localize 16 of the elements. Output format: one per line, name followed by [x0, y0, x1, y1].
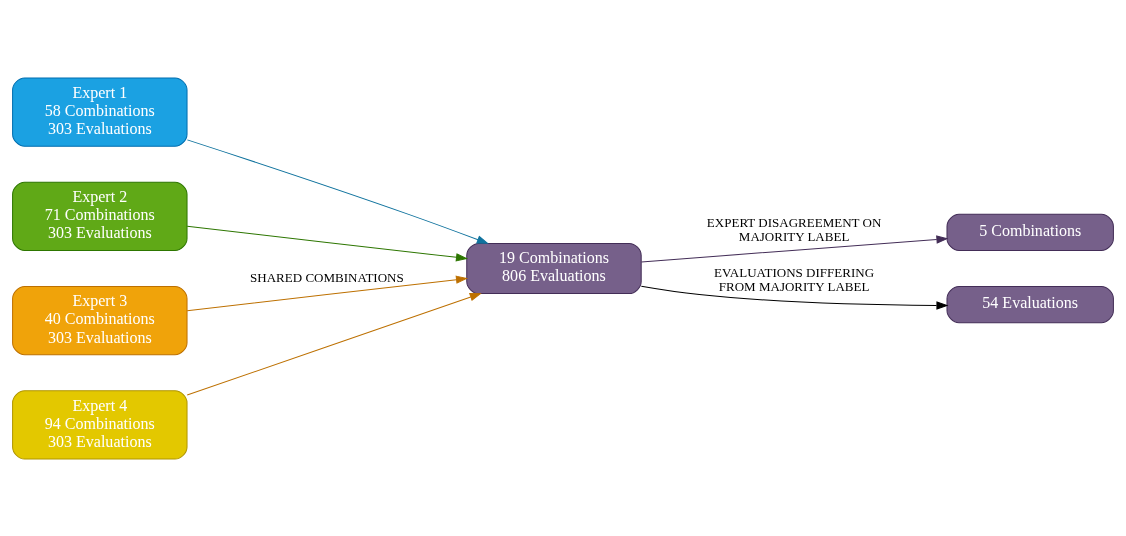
arrow — [186, 225, 467, 261]
arrow — [186, 138, 488, 244]
node-box: 19 Combinations 806 Evaluations — [466, 242, 642, 294]
edge-label: EVALUATIONS DIFFERING FROM MAJORITY LABEL — [714, 264, 875, 294]
node-box: Expert 1 58 Combinations 303 Evaluations — [12, 77, 188, 147]
arrow — [186, 275, 467, 311]
edge-label: EXPERT DISAGREEMENT ON MAJORITY LABEL — [706, 214, 882, 244]
edge-label: SHARED COMBINATIONS — [250, 269, 404, 285]
node-box: 5 Combinations — [946, 213, 1114, 251]
node-box: Expert 3 40 Combinations 303 Evaluations — [12, 285, 188, 355]
node-box: 54 Evaluations — [946, 285, 1114, 323]
arrow — [640, 285, 948, 309]
arrow — [186, 292, 481, 396]
arrow — [640, 234, 948, 262]
node-box: Expert 4 94 Combinations 303 Evaluations — [12, 389, 188, 459]
node-box: Expert 2 71 Combinations 303 Evaluations — [12, 181, 188, 251]
